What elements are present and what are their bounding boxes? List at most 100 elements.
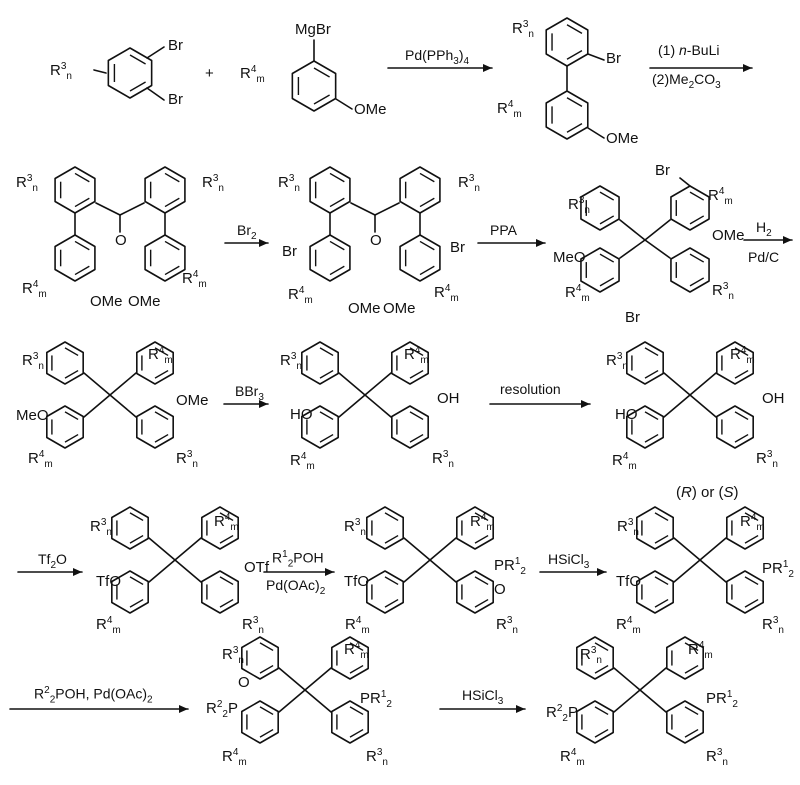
reagent-label: Tf2O (38, 551, 67, 571)
ring-double-bond (566, 24, 583, 34)
spiro-po-ring-a (366, 506, 404, 550)
ho-label: HO (615, 406, 638, 423)
spiro-ome-ring-d (136, 405, 174, 449)
reagent-label: Br2 (237, 222, 257, 242)
ring-double-bond (329, 197, 345, 208)
spiro-ome-ring-a (46, 341, 84, 385)
br-label: Br (655, 162, 670, 179)
ring-double-bond (313, 67, 330, 78)
r22p-label: R22P (206, 699, 238, 720)
bond (93, 69, 107, 74)
arrow-head (179, 705, 188, 713)
ome-label: OMe (128, 293, 161, 310)
spiro-oh-ring-b (391, 341, 429, 385)
ring-double-bond (74, 240, 90, 251)
bond (338, 394, 366, 418)
arrow-head (597, 568, 606, 576)
r4m-label: R4m (434, 283, 459, 304)
ring-double-bond (259, 642, 274, 652)
ring-double-bond (734, 369, 749, 379)
ring-double-bond (474, 534, 489, 544)
oh-label: OH (437, 390, 460, 407)
reagent-label: R22POH, Pd(OAc)2 (34, 685, 153, 706)
bond (699, 559, 727, 583)
ring-double-bond (154, 369, 169, 379)
ome-label: OMe (176, 392, 209, 409)
bond (83, 372, 111, 396)
br-label: Br (282, 243, 297, 260)
bond (619, 239, 646, 259)
bond (429, 559, 457, 583)
r3n-label: R3n (580, 645, 602, 666)
r3n-label: R3n (280, 351, 302, 372)
ring-double-bond (319, 411, 334, 421)
ring-double-bond (64, 369, 79, 379)
spiro-diphosphine-oxide-ring-d (331, 700, 369, 744)
ring-double-bond (154, 347, 169, 357)
bond (364, 394, 392, 418)
ring-double-bond (349, 706, 364, 716)
spiro-diphosphine-ring-d (666, 700, 704, 744)
ring-double-bond (654, 598, 669, 608)
r3n-label: R3n (90, 517, 112, 538)
spiro-diphosphine-oxide-ring-a (241, 636, 279, 680)
r3n-label: R3n (50, 61, 72, 82)
spiro-otf-ring-c (111, 570, 149, 614)
br-label: Br (168, 91, 183, 108)
ring-double-bond (684, 664, 699, 674)
ome-label: OMe (354, 101, 387, 118)
r4m-label: R4m (240, 64, 265, 85)
bond (374, 202, 400, 216)
ring-double-bond (566, 97, 583, 107)
dibromoketone-ring-3 (309, 234, 351, 282)
bond (644, 239, 671, 259)
bond (673, 537, 701, 561)
ring-double-bond (259, 664, 274, 674)
bond (148, 537, 176, 561)
ring-double-bond (684, 706, 699, 716)
ring-double-bond (129, 81, 146, 92)
ring-double-bond (734, 411, 749, 421)
spiro-diphosphine-ring-c (576, 700, 614, 744)
reagent-label: resolution (500, 381, 561, 397)
o-label: O (115, 232, 127, 249)
ring-double-bond (594, 706, 609, 716)
ring-double-bond (644, 369, 659, 379)
spiro-oh-resolved-ring-b (716, 341, 754, 385)
bond (429, 537, 457, 561)
bond (278, 667, 306, 691)
spiro-otf-ring-b (201, 506, 239, 550)
ring-double-bond (599, 215, 615, 225)
ring-double-bond (129, 54, 146, 65)
r4m-label: R4m (22, 279, 47, 300)
ring-double-bond (689, 215, 705, 225)
ring-double-bond (349, 728, 364, 738)
ome-label: OMe (606, 130, 639, 147)
ring-double-bond (744, 598, 759, 608)
spiro-ring-c (580, 247, 620, 293)
ring-double-bond (684, 642, 699, 652)
spiro-pr12-otf-ring-c (636, 570, 674, 614)
ring-double-bond (644, 347, 659, 357)
r4m-label: R4m (182, 269, 207, 290)
bond (587, 53, 605, 61)
spiro-po-ring-d (456, 570, 494, 614)
ring-double-bond (384, 534, 399, 544)
ring-double-bond (734, 433, 749, 443)
ring-double-bond (129, 576, 144, 586)
ring-double-bond (419, 197, 435, 208)
ring-double-bond (419, 172, 435, 183)
ring-double-bond (259, 706, 274, 716)
ring-double-bond (219, 598, 234, 608)
ring-double-bond (644, 411, 659, 421)
bond (304, 667, 332, 691)
r4m-label: R4m (497, 99, 522, 120)
r3n-label: R3n (606, 351, 628, 372)
r3n-label: R3n (176, 449, 198, 470)
spiro-ome-ring-b (136, 341, 174, 385)
spiro-oh-ring-d (391, 405, 429, 449)
reagent-label: R12POH (272, 549, 324, 570)
bond (83, 394, 111, 418)
ring-double-bond (259, 728, 274, 738)
